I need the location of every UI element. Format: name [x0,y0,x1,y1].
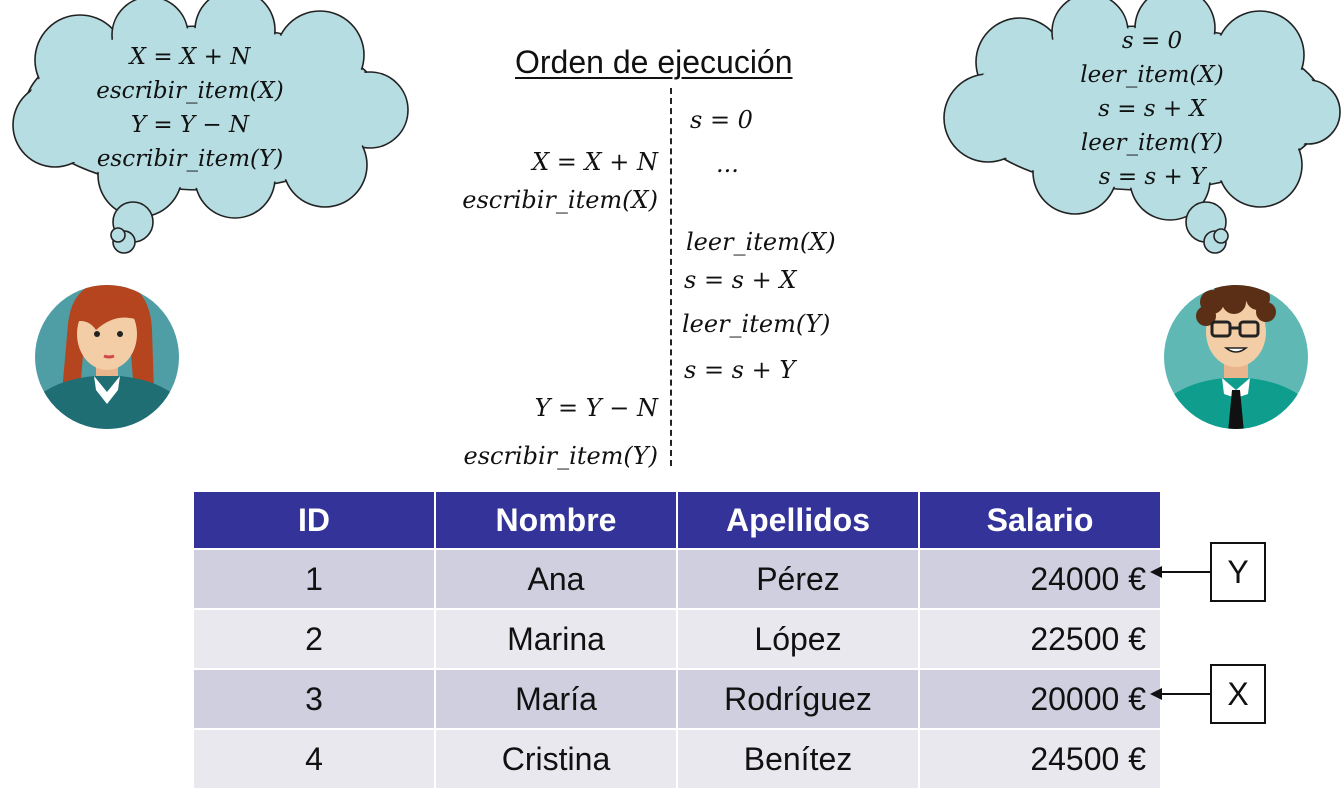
cell-id: 4 [192,728,436,790]
table-header-row: ID Nombre Apellidos Salario [192,490,1162,550]
cell-salario: 24000 € [918,548,1162,610]
cell-apellidos: Pérez [676,548,920,610]
left-cloud-line-2: escribir_item(X) [96,78,284,104]
step-left-write-x: escribir_item(X) [462,186,658,214]
pointer-box-x: X [1210,664,1266,724]
right-cloud-line-3: s = s + X [1098,96,1206,122]
cell-nombre: Cristina [434,728,678,790]
cell-apellidos: Benítez [676,728,920,790]
timeline-divider [670,88,672,466]
cell-apellidos: López [676,608,920,670]
cell-salario: 22500 € [918,608,1162,670]
left-cloud-line-1: X = X + N [129,44,251,70]
cell-id: 1 [192,548,436,610]
step-left-y-update: Y = Y − N [534,394,658,422]
column-header-salario: Salario [918,490,1162,550]
man-avatar-icon [1164,285,1308,429]
arrow-left-icon [1150,566,1212,578]
right-cloud-text: s = 0 leer_item(X) s = s + X leer_item(Y… [1032,24,1272,194]
cell-id: 3 [192,668,436,730]
right-cloud-line-2: leer_item(X) [1080,62,1224,88]
cell-nombre: María [434,668,678,730]
right-cloud-line-1: s = 0 [1121,28,1183,54]
cell-apellidos: Rodríguez [676,668,920,730]
left-cloud-line-3: Y = Y − N [130,112,250,138]
thought-cloud-left-icon [12,0,409,254]
cell-salario: 20000 € [918,668,1162,730]
table-row: 4 Cristina Benítez 24500 € [192,728,1162,790]
cell-nombre: Ana [434,548,678,610]
column-header-apellidos: Apellidos [676,490,920,550]
cell-nombre: Marina [434,608,678,670]
step-right-s0: s = 0 [690,106,753,134]
table-row: 1 Ana Pérez 24000 € [192,548,1162,610]
step-right-sum-y: s = s + Y [684,356,796,384]
woman-avatar-icon [35,285,179,429]
step-right-ellipsis: ... [716,150,739,178]
left-cloud-line-4: escribir_item(Y) [96,146,284,172]
step-right-read-y: leer_item(Y) [682,310,831,338]
pointer-box-y: Y [1210,542,1266,602]
cell-id: 2 [192,608,436,670]
thought-cloud-right-icon [943,0,1341,254]
step-left-x-update: X = X + N [532,148,658,176]
step-right-read-x: leer_item(X) [686,228,836,256]
column-header-nombre: Nombre [434,490,678,550]
diagram-title: Orden de ejecución [515,44,793,80]
cell-salario: 24500 € [918,728,1162,790]
left-cloud-text: X = X + N escribir_item(X) Y = Y − N esc… [70,40,310,176]
table-row: 2 Marina López 22500 € [192,608,1162,670]
employee-table: ID Nombre Apellidos Salario 1 Ana Pérez … [192,490,1162,790]
table-row: 3 María Rodríguez 20000 € [192,668,1162,730]
right-cloud-line-4: leer_item(Y) [1080,130,1224,156]
step-left-write-y: escribir_item(Y) [463,442,658,470]
right-cloud-line-5: s = s + Y [1098,164,1206,190]
step-right-sum-x: s = s + X [684,266,797,294]
column-header-id: ID [192,490,436,550]
arrow-left-icon [1150,688,1212,700]
